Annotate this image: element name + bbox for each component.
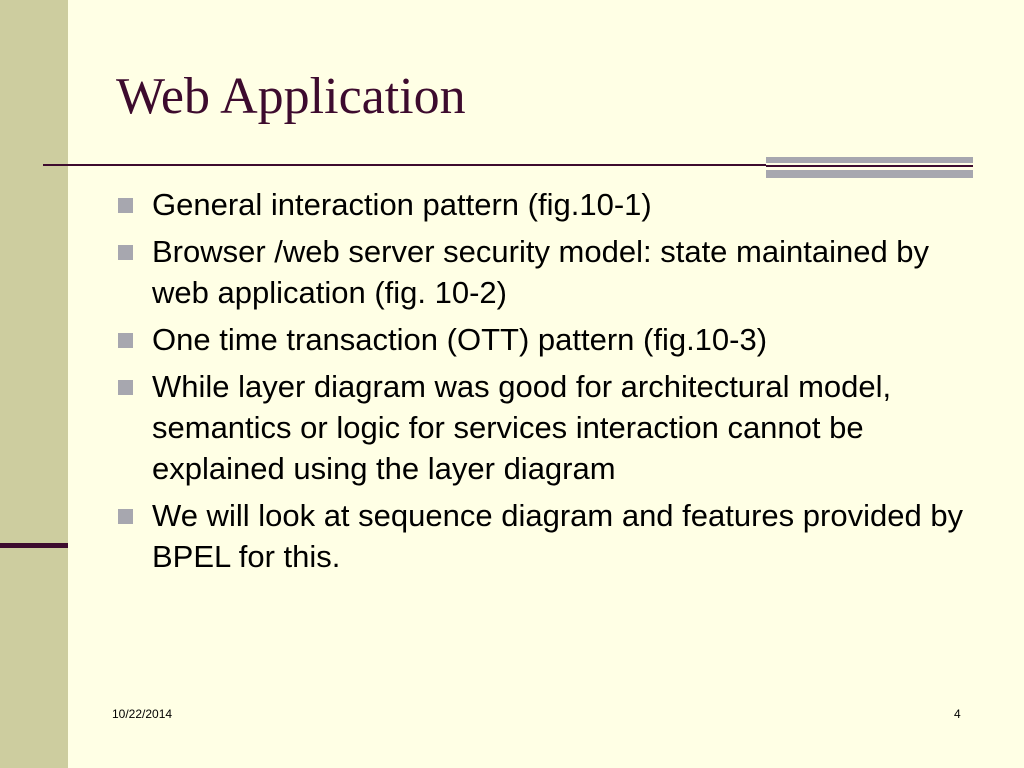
title-rule-decoration	[766, 157, 973, 179]
square-bullet-icon	[118, 245, 133, 260]
rule-bar-middle	[766, 165, 973, 167]
bullet-text: One time transaction (OTT) pattern (fig.…	[152, 322, 768, 357]
bullet-item: We will look at sequence diagram and fea…	[116, 495, 976, 577]
rule-bar-top	[766, 157, 973, 163]
square-bullet-icon	[118, 333, 133, 348]
bullet-text: Browser /web server security model: stat…	[152, 234, 930, 310]
square-bullet-icon	[118, 509, 133, 524]
bullet-list: General interaction pattern (fig.10-1) B…	[116, 184, 976, 583]
bullet-item: Browser /web server security model: stat…	[116, 231, 976, 313]
footer-date: 10/22/2014	[112, 707, 173, 721]
slide-title: Web Application	[116, 68, 466, 125]
bullet-item: One time transaction (OTT) pattern (fig.…	[116, 319, 976, 360]
bullet-item: While layer diagram was good for archite…	[116, 366, 976, 489]
title-underline	[43, 164, 766, 166]
square-bullet-icon	[118, 198, 133, 213]
rule-bar-bottom	[766, 170, 973, 178]
bullet-text: While layer diagram was good for archite…	[152, 369, 892, 486]
bullet-text: General interaction pattern (fig.10-1)	[152, 187, 652, 222]
left-accent-bar	[0, 543, 68, 548]
square-bullet-icon	[118, 380, 133, 395]
page-number: 4	[954, 707, 961, 721]
left-decorative-band	[0, 0, 68, 768]
bullet-text: We will look at sequence diagram and fea…	[152, 498, 964, 574]
bullet-item: General interaction pattern (fig.10-1)	[116, 184, 976, 225]
